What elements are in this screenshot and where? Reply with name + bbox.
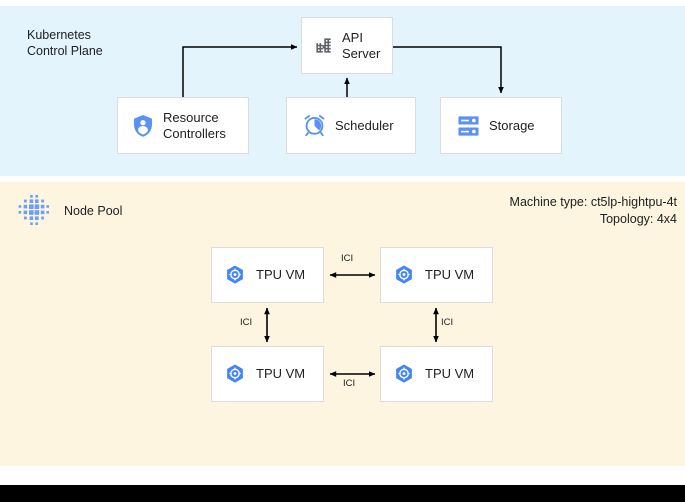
tpu-hexagon-icon	[224, 363, 246, 385]
tpu-hexagon-icon	[224, 264, 246, 286]
node-scheduler[interactable]: Scheduler	[286, 97, 416, 154]
ici-link-label-left: ICI	[240, 317, 253, 328]
tpu-vm-node-3[interactable]: TPU VM	[380, 346, 493, 402]
machine-type-label: Machine type: ct5lp-hightpu-4t	[509, 195, 677, 209]
node-storage-label: Storage	[489, 117, 535, 133]
node-pool-section	[0, 182, 685, 466]
tpu-vm-node-2[interactable]: TPU VM	[211, 346, 324, 402]
tpu-vm-node-0[interactable]: TPU VM	[211, 247, 324, 303]
alarm-clock-icon	[303, 114, 326, 137]
tpu-vm-node-3-label: TPU VM	[425, 366, 475, 381]
tpu-hexagon-icon	[393, 363, 415, 385]
ici-link-label-bottom: ICI	[343, 378, 356, 389]
node-api-server-label: API Server	[342, 29, 381, 61]
node-resource-controllers[interactable]: Resource Controllers	[117, 97, 249, 154]
node-scheduler-label: Scheduler	[335, 117, 394, 133]
tpu-vm-node-2-label: TPU VM	[256, 366, 306, 381]
dot-cluster-icon	[14, 194, 52, 230]
node-storage[interactable]: Storage	[440, 97, 562, 154]
office-building-icon	[314, 36, 333, 55]
topology-label: Topology: 4x4	[599, 212, 677, 226]
ici-link-label-top: ICI	[341, 253, 354, 264]
tpu-hexagon-icon	[393, 264, 415, 286]
node-resource-controllers-label: Resource Controllers	[163, 109, 226, 141]
tpu-vm-node-1-label: TPU VM	[425, 267, 475, 282]
control-plane-title: Kubernetes Control Plane	[27, 28, 103, 58]
shield-person-icon	[132, 114, 154, 138]
tpu-vm-node-0-label: TPU VM	[256, 267, 306, 282]
bottom-bar	[0, 485, 685, 502]
server-rack-icon	[457, 115, 480, 137]
tpu-vm-node-1[interactable]: TPU VM	[380, 247, 493, 303]
ici-link-label-right: ICI	[441, 317, 454, 328]
node-pool-title: Node Pool	[64, 204, 123, 218]
node-api-server[interactable]: API Server	[301, 17, 393, 74]
node-pool-metadata: Machine type: ct5lp-hightpu-4t Topology:…	[510, 194, 677, 228]
